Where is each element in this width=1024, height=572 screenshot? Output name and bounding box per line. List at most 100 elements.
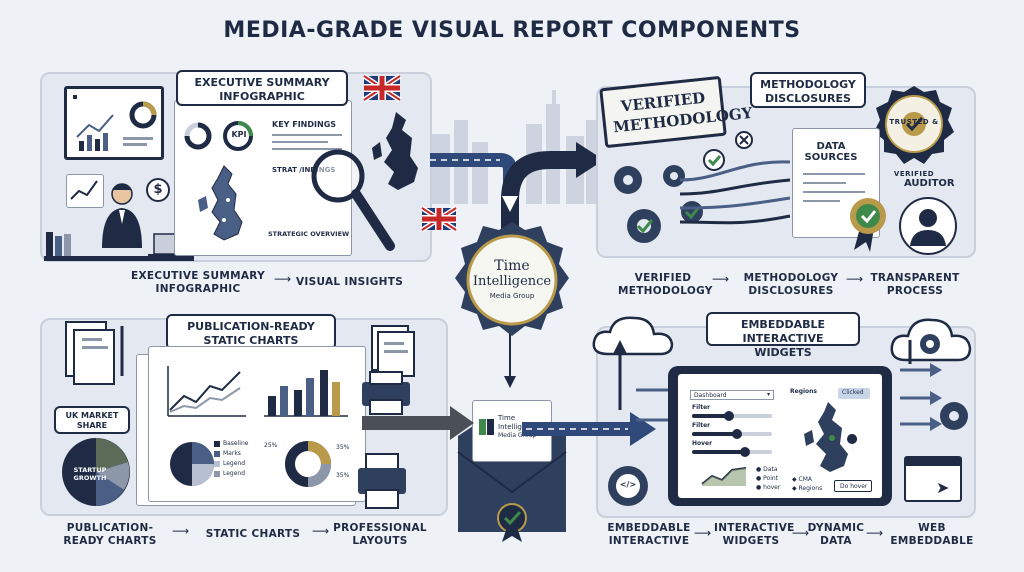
slider-handle[interactable] <box>724 411 734 421</box>
kpi-label: KPI <box>231 130 247 139</box>
browser-window-icon <box>904 456 962 502</box>
regions-label: Regions <box>790 388 818 395</box>
trusted-seal-icon <box>874 86 954 164</box>
cloud-icon <box>592 316 674 356</box>
desk <box>44 256 194 261</box>
arrow-icon: ⟶ <box>712 272 730 286</box>
pub-caption-2: STATIC CHARTS <box>205 528 301 540</box>
code-gear-icon <box>608 466 648 506</box>
flow-arrows <box>430 142 604 388</box>
uk-flag-icon-2 <box>420 205 458 233</box>
page-title: MEDIA-GRADE VISUAL REPORT COMPONENTS <box>223 18 801 43</box>
trusted-seal-text: TRUSTED & VERIFIED <box>889 118 939 178</box>
code-icon: </> <box>619 480 637 489</box>
filter1-label: Filter <box>692 404 711 411</box>
dashboard-monitor <box>64 86 164 160</box>
bar-chart <box>264 370 348 417</box>
printer-icon <box>362 371 410 415</box>
widget-caption-4: WEB EMBEDDABLE <box>890 522 974 547</box>
startup-growth-label: STARTUP GROWTH <box>73 466 107 482</box>
widget-caption-3: DYNAMIC DATA <box>807 522 865 547</box>
doc-line1: Time <box>498 414 516 422</box>
pie-legend: Baseline Marks Legend Legend <box>214 440 248 477</box>
findings-lines <box>272 134 342 155</box>
badge-line2: Intelligence <box>472 274 552 289</box>
legend-item: Regions <box>798 485 823 492</box>
books <box>44 232 74 256</box>
chevron-down-icon: ▾ <box>766 391 770 398</box>
pub-caption-1: PUBLICATION-READY CHARTS <box>63 522 157 547</box>
data-sources-label: DATA SOURCES <box>804 141 858 163</box>
pie-chart <box>170 442 214 486</box>
do-hover-button[interactable]: Do hover <box>834 480 872 492</box>
widget-legend-2: ◆ CMA ◆ Regions <box>792 476 823 492</box>
key-findings: KEY FINDINGS <box>272 120 337 129</box>
legend-item: hover <box>763 484 781 491</box>
pct-label: 35% <box>336 444 350 451</box>
uk-map-icon <box>198 165 243 241</box>
doc-line3: Media Group <box>498 432 537 439</box>
publication-label: PUBLICATION-READY STATIC CHARTS <box>166 314 336 350</box>
doc-line2: Intelligence <box>498 423 539 431</box>
widget-caption-2: INTERACTIVE WIDGETS <box>714 522 795 547</box>
dollar-icon: $ <box>146 178 170 202</box>
widget-line-chart <box>701 467 747 486</box>
do-hover-label: Do hover <box>840 483 868 490</box>
monitor-charts <box>73 95 157 151</box>
hover-slider[interactable] <box>692 447 772 457</box>
arrow-icon: ⟶ <box>694 526 712 540</box>
line-chart <box>167 366 246 417</box>
gears-icon <box>614 165 685 243</box>
slider-handle[interactable] <box>740 447 750 457</box>
mini-chart-card <box>66 174 104 208</box>
legend-item: Legend <box>223 460 246 467</box>
method-caption-1: VERIFIED METHODOLOGY <box>618 272 713 297</box>
cursor-icon: ➤ <box>936 478 950 497</box>
widget-uk-map <box>804 402 858 472</box>
filter2-label: Filter <box>692 422 711 429</box>
donut-chart <box>285 441 331 487</box>
pct-label: 35% <box>336 472 350 479</box>
filter2-slider[interactable] <box>692 429 772 439</box>
method-caption-2: METHODOLOGY DISCLOSURES <box>743 272 839 297</box>
side-arrows <box>900 340 942 431</box>
magnifier-icon <box>311 149 395 251</box>
clicked-label: Clicked <box>842 389 864 396</box>
flow-arrow-left <box>362 406 474 440</box>
arrow-icon: ⟶ <box>274 272 292 286</box>
clicked-button[interactable]: Clicked <box>838 388 870 399</box>
legend-item: Marks <box>223 450 241 457</box>
auditor-avatar-icon <box>899 197 957 255</box>
strategic-overview: STRATEGIC OVERVIEW <box>268 230 350 238</box>
arrow-icon: ⟶ <box>792 526 810 540</box>
badge-line1: Time <box>494 258 530 274</box>
flow-lines <box>679 160 791 225</box>
gear-icon <box>940 402 968 430</box>
hover-label: Hover <box>692 440 713 447</box>
arrow-icon: ⟶ <box>312 524 330 538</box>
arrow-icon: ⟶ <box>866 526 884 540</box>
dashboard-select[interactable]: Dashboard ▾ <box>690 390 774 400</box>
arrow-icon: ⟶ <box>172 524 190 538</box>
startup-pie-icon <box>62 438 130 506</box>
strategic-findings: STRAT /INDINGS <box>272 166 336 174</box>
document-stack-icon <box>371 325 415 377</box>
badge-line3: Media Group <box>489 292 535 300</box>
methodology-label: METHODOLOGY DISCLOSURES <box>750 72 866 108</box>
slider-handle[interactable] <box>732 429 742 439</box>
executive-label: EXECUTIVE SUMMARY INFOGRAPHIC <box>176 70 348 106</box>
dashboard-select-label: Dashboard <box>694 392 727 399</box>
exec-caption-right: VISUAL INSIGHTS <box>296 276 404 288</box>
legend-item: CMA <box>798 476 813 483</box>
exec-caption-left: EXECUTIVE SUMMARY INFOGRAPHIC <box>130 270 266 295</box>
legend-item: Baseline <box>223 440 249 447</box>
pct-label: 25% <box>264 442 278 449</box>
filter1-slider[interactable] <box>692 411 772 421</box>
kpi-gauges <box>184 121 253 151</box>
arrow-icon: ⟶ <box>846 272 864 286</box>
uk-market-share-label: UK MARKET SHARE <box>54 406 130 434</box>
legend-item: Legend <box>223 470 246 477</box>
ribbon-seal-icon <box>850 198 886 252</box>
widgets-label: EMBEDDABLE INTERACTIVE WIDGETS <box>706 312 860 359</box>
time-intelligence-badge <box>455 222 569 336</box>
